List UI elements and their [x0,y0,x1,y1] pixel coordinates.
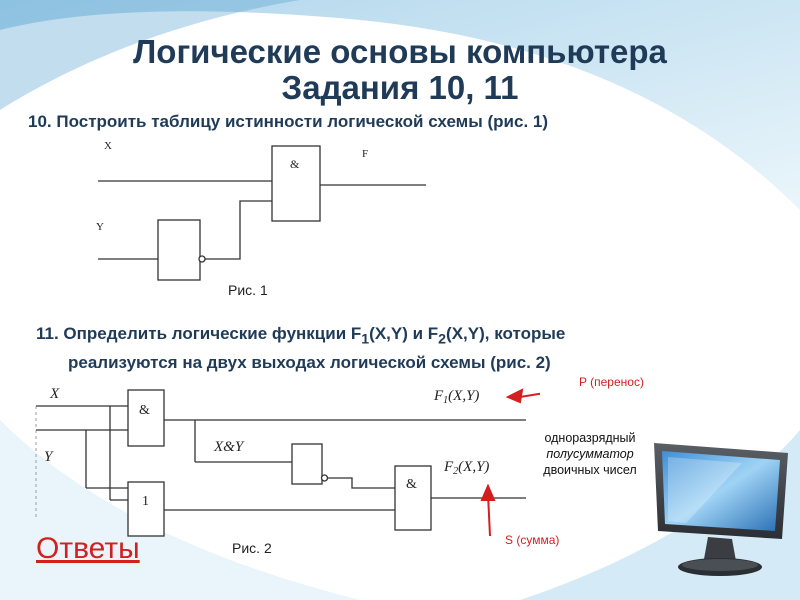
task-11-sub1: 1 [361,331,370,348]
not-gate [157,219,201,281]
output-f-label: F [362,148,368,160]
adder-line-1: одноразрядный [544,431,636,445]
or-gate [127,481,165,537]
figure-1-caption: Рис. 1 [228,282,268,298]
input-x-label: X [104,140,112,152]
and-gate-1-symbol: & [139,403,150,418]
f2-label: F2(X,Y) [443,459,489,477]
and-gate [271,145,321,222]
not-gate [291,443,323,485]
inversion-bubble [320,474,329,482]
wire-not-to-and [327,477,395,489]
input-y-label: Y [96,221,104,233]
carry-annotation: P (перенос) [579,375,644,389]
f1-label: F1(X,Y) [433,388,479,406]
carry-arrow-head [505,388,524,404]
carry-arrow-line [519,392,540,398]
xy-label: X&Y [213,439,245,455]
computer-monitor-icon [654,443,788,576]
task-11-sub2: 2 [438,331,447,348]
or-gate-symbol: 1 [142,494,149,509]
figure-2-caption: Рис. 2 [232,540,272,556]
task-10-text: 10. Построить таблицу истинности логичес… [28,112,549,131]
and-gate-1 [127,389,165,447]
inversion-bubble [198,255,206,263]
page-title: Логические основы компьютера [133,33,667,70]
sum-arrow-head [480,483,496,501]
task-11-text: 11. Определить логические функции F1(X,Y… [36,322,565,375]
answers-link[interactable]: Ответы [36,532,140,565]
input-y-label: Y [44,449,54,465]
logic-circuit-fig2: X Y X&Y F1(X,Y) F2(X,Y) & 1 & [35,386,540,537]
task-11-line1-prefix: 11. Определить логические функции F [36,324,362,343]
wire-not-to-and [205,200,272,260]
task-11-line1-suffix: (X,Y), которые [446,324,566,343]
and-gate-symbol: & [290,157,300,171]
logic-circuit-fig1: X Y F & [96,140,426,281]
task-11-line1-mid: (X,Y) и F [369,324,439,343]
sum-annotation: S (сумма) [505,533,560,547]
half-adder-label: одноразрядный полусумматор двоичных чисе… [520,430,660,478]
input-x-label: X [49,386,60,402]
adder-line-2: полусумматор [546,447,634,461]
page-subtitle: Задания 10, 11 [281,69,519,106]
adder-line-3: двоичных чисел [543,463,637,477]
and-gate-2-symbol: & [406,477,417,492]
task-11-line2: реализуются на двух выходах логической с… [68,353,551,373]
and-gate-2 [394,465,432,531]
